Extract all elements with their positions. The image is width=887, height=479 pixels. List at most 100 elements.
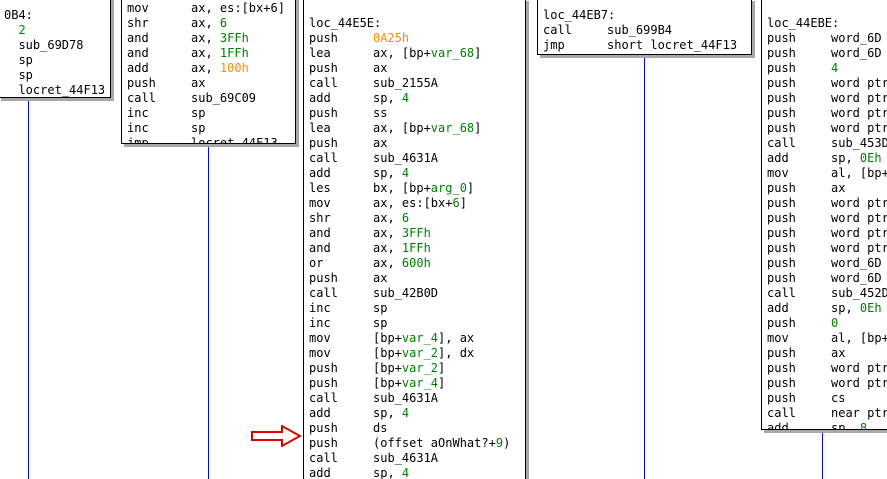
code-label[interactable]: loc_44EB7: (543, 8, 615, 23)
variable-ref[interactable]: var_4 (401, 331, 439, 345)
label-text[interactable]: loc_44E5E: (309, 16, 382, 30)
operand: ax (373, 61, 388, 75)
instruction-line[interactable]: push(offset aOnWhat?+9) (309, 436, 510, 451)
code-block-loc-0b4[interactable]: 0B4: 2 sub_69D78 sp sp locret_44F13 (0, 0, 111, 98)
instruction-line[interactable]: sp (4, 53, 32, 68)
instruction-line[interactable]: mov[bp+var_2], dx (309, 346, 474, 361)
operand: ax (373, 136, 388, 150)
variable-ref[interactable]: arg_0 (430, 181, 467, 195)
variable-ref[interactable]: var_2 (401, 346, 439, 360)
instruction-line[interactable]: 2 (4, 23, 25, 38)
variable-ref[interactable]: var_4 (401, 376, 439, 390)
instruction-line[interactable]: locret_44F13 (4, 83, 105, 97)
instruction-line[interactable]: mov[bp+var_4], ax (309, 331, 474, 346)
instruction-line[interactable]: push[bp+var_4] (309, 376, 445, 391)
variable-ref[interactable]: var_68 (430, 121, 475, 135)
label-text[interactable]: loc_44EBE: (767, 16, 840, 30)
code-label[interactable]: loc_44E5E: (309, 16, 381, 31)
instruction-line[interactable]: 0B4: (4, 8, 33, 23)
mnemonic: inc (309, 301, 331, 315)
instruction-line[interactable]: sp (4, 68, 32, 83)
variable-ref[interactable]: var_68 (430, 46, 475, 60)
immediate-value: 4 (401, 466, 410, 479)
variable-ref[interactable]: var_2 (401, 361, 439, 375)
operand: word ptr (831, 76, 887, 90)
instruction-line[interactable]: push[bp+var_2] (309, 361, 445, 376)
instruction-line[interactable]: sub_69D78 (4, 38, 83, 53)
code-label[interactable]: loc_44EBE: (767, 16, 839, 31)
label-text[interactable]: loc_44EB7: (543, 8, 616, 22)
mnemonic: lea (309, 121, 331, 135)
